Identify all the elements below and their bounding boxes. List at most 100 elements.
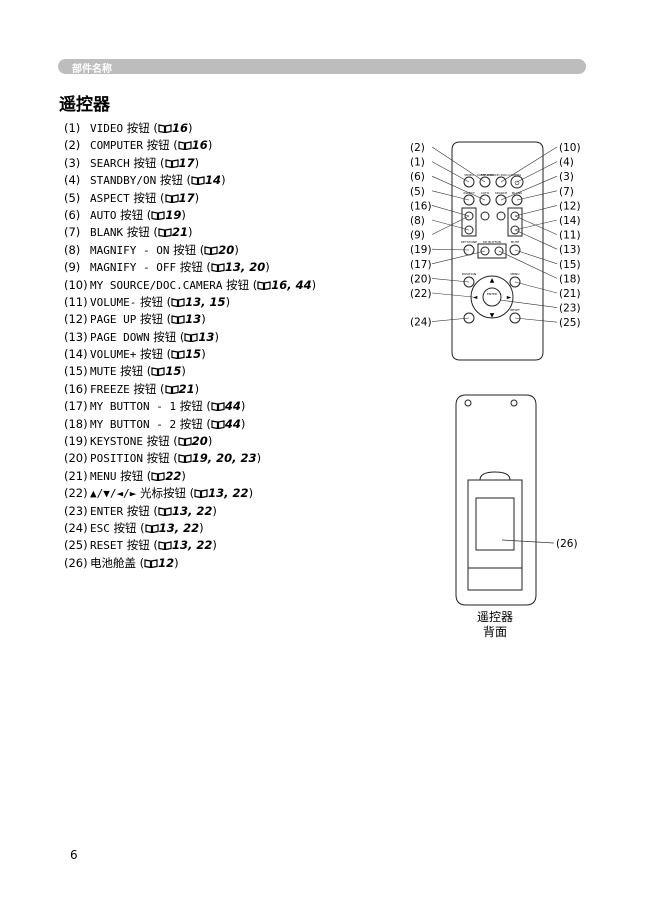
svg-text:VIDEO: VIDEO [464, 173, 474, 177]
item-suffix: 电池舱盖 ( [90, 555, 145, 570]
section-header-label: 部件名称 [72, 64, 112, 75]
callout-right: (15) [559, 259, 581, 271]
book-icon [257, 280, 271, 290]
item-end: ) [212, 503, 217, 518]
page-reference[interactable]: 44 [224, 399, 241, 414]
page-reference[interactable]: 16 [191, 138, 208, 153]
page-reference[interactable]: 15 [185, 347, 202, 362]
item-name: ASPECT [90, 191, 130, 205]
svg-text:POSITION: POSITION [462, 272, 476, 276]
callout-left: (17) [410, 259, 432, 271]
page-reference[interactable]: 20 [191, 434, 208, 449]
book-icon [178, 454, 192, 464]
page-reference[interactable]: 16, 44 [271, 277, 312, 292]
item-number: (1) [64, 121, 81, 135]
callout-right: (21) [559, 288, 581, 300]
item-end: ) [212, 538, 217, 553]
item-suffix: 光标按钮 ( [136, 486, 195, 501]
page-reference[interactable]: 13, 22 [208, 486, 249, 501]
callout-right: (12) [559, 200, 581, 212]
item-number: (14) [64, 347, 88, 362]
callout-leader [431, 278, 470, 283]
callout-leader [431, 205, 470, 217]
item-end: ) [194, 155, 200, 170]
item-name: VOLUME+ [90, 348, 137, 362]
svg-text:MY SOURCE/ DOC.CAMERA: MY SOURCE/ DOC.CAMERA [481, 173, 522, 177]
item-number: (9) [64, 260, 81, 275]
item-end: ) [234, 242, 239, 257]
callout-right: (23) [559, 303, 581, 315]
item-end: ) [256, 451, 262, 466]
item-suffix: 按钮 ( [123, 538, 158, 553]
callout-leader [514, 281, 558, 294]
list-item: (22)▲/▼/◄/► 光标按钮 (13, 22) [64, 485, 316, 502]
list-item: (4)STANDBY/ON 按钮 (14) [64, 172, 316, 189]
item-name: MAGNIFY - OFF [90, 261, 177, 275]
page-reference[interactable]: 15 [165, 364, 182, 379]
page-reference[interactable]: 20 [218, 242, 235, 257]
page-reference[interactable]: 13 [198, 329, 215, 344]
list-item: (17)MY BUTTON - 1 按钮 (44) [64, 398, 316, 415]
item-end: ) [207, 434, 213, 449]
svg-text:ENTER: ENTER [487, 292, 497, 296]
callout-left: (22) [410, 288, 432, 300]
book-icon [211, 419, 225, 429]
video-button-shape [463, 176, 475, 188]
callout-leader [431, 190, 470, 201]
front-callouts: (2)(1)(6)(5)(16)(8)(9)(19)(17)(20)(22)(2… [410, 142, 581, 329]
svg-text:▲: ▲ [490, 277, 495, 284]
page-reference[interactable]: 13 [185, 312, 202, 327]
svg-text:RESET: RESET [510, 308, 520, 312]
page-reference[interactable]: 22 [165, 468, 182, 483]
page-reference[interactable]: 13, 22 [158, 520, 200, 535]
callout-leader [431, 175, 486, 201]
svg-text:MY BUTTON: MY BUTTON [483, 240, 501, 244]
remote-back [455, 394, 537, 606]
item-suffix: 按钮 ( [109, 520, 145, 535]
page-reference[interactable]: 19, 20, 23 [191, 451, 257, 466]
item-number: (23) [64, 503, 88, 518]
page-reference[interactable]: 21 [171, 225, 188, 240]
page-reference[interactable]: 13, 22 [171, 538, 213, 553]
callout-right: (10) [559, 142, 581, 154]
item-end: ) [194, 190, 200, 205]
page-reference[interactable]: 12 [158, 555, 175, 570]
item-suffix: 按钮 ( [149, 329, 185, 344]
item-number: (8) [64, 242, 81, 257]
page-reference[interactable]: 16 [171, 121, 188, 135]
list-item: (12)PAGE UP 按钮 (13) [64, 311, 316, 328]
page-reference[interactable]: 17 [178, 155, 195, 170]
item-end: ) [181, 468, 186, 483]
book-icon [158, 228, 172, 238]
page-reference[interactable]: 44 [224, 416, 241, 431]
list-item: (25)RESET 按钮 (13, 22) [64, 537, 316, 554]
callout-leader [514, 229, 558, 250]
page-reference[interactable]: 19 [165, 207, 182, 222]
callout-leader [431, 317, 470, 322]
callout-leader [516, 161, 558, 183]
callout-left: (9) [410, 230, 425, 242]
callout-26: (26) [556, 538, 578, 550]
svg-text:▼: ▼ [490, 312, 495, 319]
item-suffix: 按钮 ( [176, 260, 211, 275]
page-reference[interactable]: 14 [205, 173, 222, 188]
page-reference[interactable]: 13, 22 [171, 503, 213, 518]
page-reference[interactable]: 17 [178, 190, 195, 205]
item-end: ) [207, 138, 213, 153]
callout-leader [514, 205, 558, 217]
item-number: (3) [64, 155, 81, 170]
book-icon [191, 176, 205, 186]
item-end: ) [174, 555, 179, 570]
book-icon [211, 263, 225, 273]
svg-text:KEYSTONE: KEYSTONE [461, 240, 477, 244]
item-name: MAGNIFY - ON [90, 243, 170, 257]
callout-leader [514, 317, 558, 323]
list-item: (26)电池舱盖 (12) [64, 555, 316, 572]
page-reference[interactable]: 13, 20 [224, 260, 266, 275]
page-reference[interactable]: 21 [178, 381, 195, 396]
item-name: STANDBY/ON [90, 174, 157, 188]
item-name: MENU [90, 469, 117, 483]
list-item: (20)POSITION 按钮 (19, 20, 23) [64, 450, 316, 467]
page-reference[interactable]: 13, 15 [185, 294, 226, 309]
